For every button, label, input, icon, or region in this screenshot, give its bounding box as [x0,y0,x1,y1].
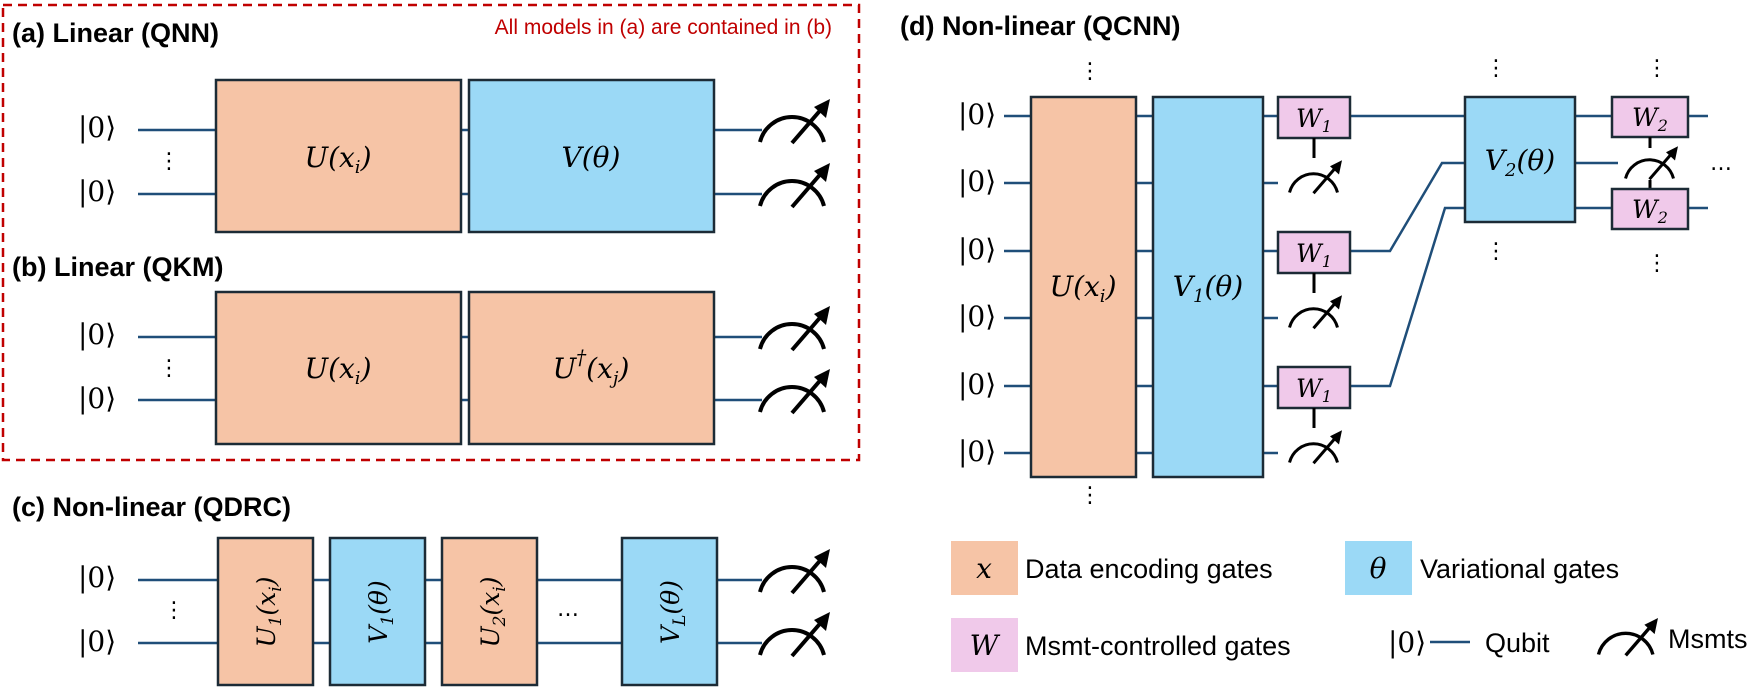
ket-zero: |0⟩ [958,435,996,468]
qubit-wire [1350,206,1465,388]
measurement-icon [758,99,830,145]
panel-a-title: (a) Linear (QNN) [12,18,219,48]
panel-b-title: (b) Linear (QKM) [12,252,223,282]
measurement-icon [1288,160,1342,195]
variational-gate-label: V1(θ) [364,580,398,643]
ket-zero: |0⟩ [958,300,996,333]
variational-gate-label: V(θ) [562,141,621,174]
vertical-dots: ⋮ [1079,483,1101,508]
panel-d: (d) Non-linear (QCNN) ⋮ |0⟩ |0⟩ |0⟩ |0⟩ … [900,11,1732,508]
panel-a: (a) Linear (QNN) All models in (a) are c… [12,16,832,234]
vertical-dots: ⋮ [1646,56,1668,81]
encoding-gate-label: U(xi) [304,352,371,389]
legend-symbol-w: W [970,629,1001,662]
measurement-icon [758,369,830,415]
ket-zero: |0⟩ [958,165,996,198]
ket-zero: |0⟩ [78,175,116,208]
legend-label-msmts: Msmts [1668,624,1747,654]
encoding-gate-label: U2(xi) [476,577,510,648]
legend-label-qubit: Qubit [1485,628,1550,658]
msmt-controlled-gate-label: W2 [1632,103,1668,135]
msmt-controlled-gate [1276,230,1352,275]
inverse-encoding-gate [467,290,716,446]
legend: x Data encoding gates θ Variational gate… [951,541,1747,672]
measurement-icon [758,163,830,209]
vertical-dots: ⋮ [1646,251,1668,276]
vertical-dots: ⋮ [1079,59,1101,84]
vertical-dots: ⋮ [158,356,180,381]
encoding-gate [440,536,539,687]
panel-c-title: (c) Non-linear (QDRC) [12,492,291,522]
vertical-dots: ⋮ [1485,239,1507,264]
ket-zero: |0⟩ [78,625,116,658]
variational-gate [467,78,716,234]
inverse-encoding-gate-label: U†(xj) [553,345,630,389]
msmt-controlled-gate-label: W1 [1296,104,1332,136]
encoding-gate [216,536,315,687]
horizontal-dots: … [557,597,579,622]
encoding-gate-label: U(xi) [1049,270,1116,307]
legend-ket: |0⟩ [1388,626,1426,659]
ket-zero: |0⟩ [78,318,116,351]
msmt-controlled-gate-label: W1 [1296,374,1332,406]
containment-note: All models in (a) are contained in (b) [495,16,832,39]
panel-c: (c) Non-linear (QDRC) |0⟩ |0⟩ ⋮ U1(xi) V… [12,492,830,687]
legend-symbol-theta: θ [1370,552,1387,585]
legend-label-encoding: Data encoding gates [1025,554,1273,584]
measurement-icon [1288,430,1342,465]
variational-gate-label: V1(θ) [1173,270,1243,307]
vertical-dots: ⋮ [1485,56,1507,81]
variational-gate [328,536,427,687]
ket-zero: |0⟩ [958,98,996,131]
legend-swatch-msmt-controlled [951,618,1018,672]
measurement-icon [758,549,830,595]
measurement-icon [1288,295,1342,330]
variational-gate [1463,95,1577,224]
panel-d-title: (d) Non-linear (QCNN) [900,11,1180,41]
ket-zero: |0⟩ [958,233,996,266]
variational-gate [1151,95,1265,479]
qubit-wire [1350,161,1465,253]
legend-label-variational: Variational gates [1420,554,1619,584]
legend-swatch-variational [1345,541,1412,595]
msmt-controlled-gate-label: W2 [1632,195,1668,227]
legend-measurement-icon [1596,617,1658,657]
variational-gate-label: V2(θ) [1485,144,1555,181]
containment-box [1,3,861,462]
encoding-gate [214,290,463,446]
variational-gate-label: VL(θ) [656,580,690,644]
ket-zero: |0⟩ [78,561,116,594]
measurement-icon [758,306,830,352]
vertical-dots: ⋮ [158,149,180,174]
encoding-gate [1029,95,1138,479]
measurement-icon [1624,146,1678,181]
legend-label-msmt-controlled: Msmt-controlled gates [1025,631,1291,661]
measurement-icon [758,612,830,658]
variational-gate [620,536,719,687]
msmt-controlled-gate [1610,187,1690,231]
ket-zero: |0⟩ [78,382,116,415]
vertical-dots: ⋮ [163,598,185,623]
legend-swatch-encoding [951,541,1018,595]
panel-b: (b) Linear (QKM) |0⟩ |0⟩ ⋮ U(xi) U†(xj) [12,252,830,446]
encoding-gate [214,78,463,234]
encoding-gate-label: U1(xi) [252,577,286,648]
encoding-gate-label: U(xi) [304,141,371,178]
ket-zero: |0⟩ [958,368,996,401]
ket-zero: |0⟩ [78,111,116,144]
msmt-controlled-gate-label: W1 [1296,239,1332,271]
legend-symbol-x: x [976,552,992,585]
horizontal-dots: … [1710,151,1732,176]
msmt-controlled-gate [1276,365,1352,410]
